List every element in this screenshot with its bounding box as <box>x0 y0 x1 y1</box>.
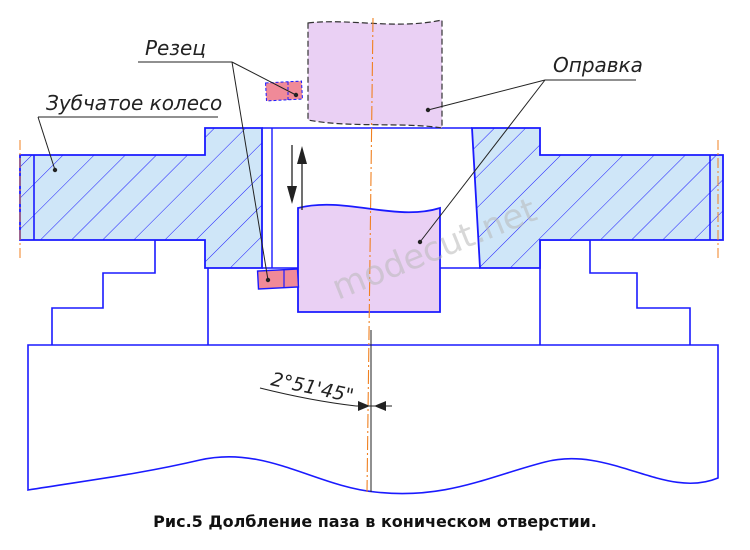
machine-table <box>27 344 719 495</box>
motion-arrow-up-head <box>297 146 307 164</box>
cutter-leader-upper-dot <box>293 92 299 98</box>
right-stepped-support <box>539 239 691 345</box>
mandrel-upper <box>307 19 443 129</box>
gear-section-right <box>471 127 724 269</box>
gear-label: Зубчатое колесо <box>46 91 222 115</box>
mandrel-label: Оправка <box>553 53 643 77</box>
mandrel-leader-lower-dot <box>417 239 423 245</box>
gear-section-left <box>19 127 263 269</box>
mandrel-leader-lower <box>419 79 546 243</box>
angle-dimension-arrow-right <box>374 401 386 411</box>
cutter-lower <box>256 268 300 290</box>
mandrel-lower <box>297 203 441 313</box>
center-axis <box>366 17 374 493</box>
cutter-leader-lower-dot <box>265 277 271 283</box>
left-stepped-support <box>51 239 209 345</box>
cutter-leader-lower <box>231 61 269 281</box>
cutter-label: Резец <box>145 36 206 60</box>
gear-leader <box>37 116 56 171</box>
technical-drawing: 2°51'45" Резец Зубчатое колесо Оправка m… <box>19 17 724 495</box>
angle-dimension-arrow-left <box>358 401 370 411</box>
mandrel-leader-upper-dot <box>425 107 431 113</box>
angle-dimension-label: 2°51'45" <box>269 368 356 407</box>
cutter-upper <box>265 80 303 102</box>
figure-caption: Рис.5 Долбление паза в коническом отверс… <box>153 512 597 531</box>
cutter-leader-upper <box>231 61 297 96</box>
angle-dimension-arc <box>259 387 357 407</box>
gear-leader-dot <box>52 167 58 173</box>
mandrel-leader-upper <box>427 79 546 111</box>
motion-arrow-down-head <box>287 186 297 204</box>
